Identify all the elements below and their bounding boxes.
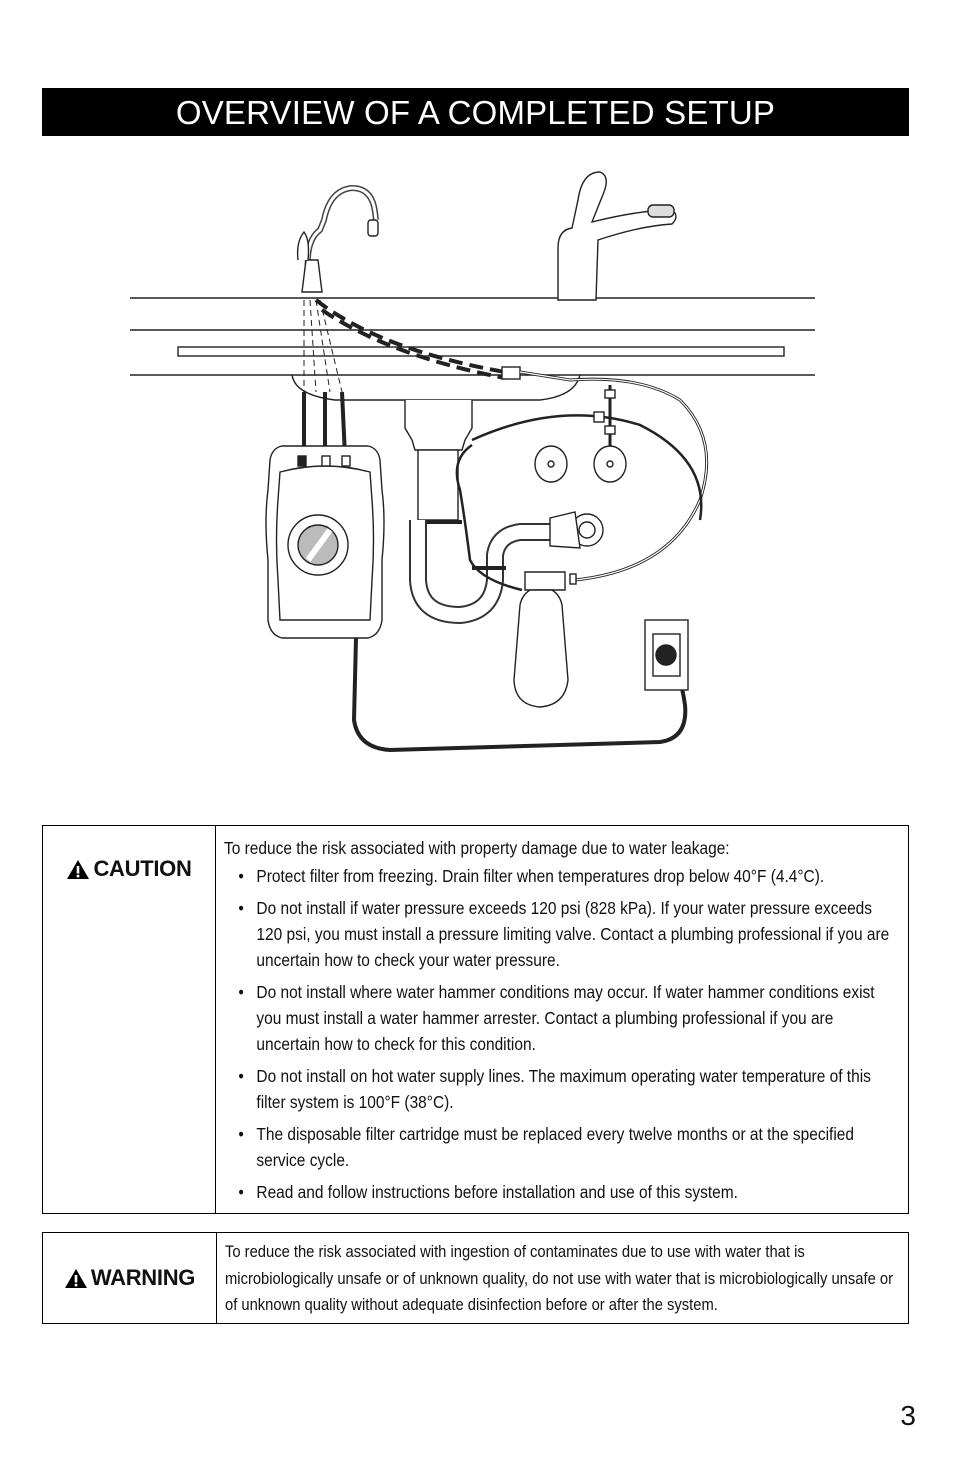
hot-water-tank-icon bbox=[265, 445, 385, 639]
setup-illustration bbox=[130, 171, 815, 753]
shutoff-valve-icon bbox=[534, 385, 627, 483]
warning-notice: WARNING To reduce the risk associated wi… bbox=[42, 1232, 909, 1324]
list-item: Read and follow instructions before inst… bbox=[237, 1179, 900, 1205]
list-item: Do not install if water pressure exceeds… bbox=[237, 895, 900, 973]
water-filter-icon bbox=[513, 571, 577, 708]
caution-intro: To reduce the risk associated with prope… bbox=[224, 838, 730, 858]
page-title: OVERVIEW OF A COMPLETED SETUP bbox=[175, 94, 776, 131]
countertop-icon bbox=[130, 297, 815, 376]
list-item: Do not install where water hammer condit… bbox=[237, 979, 900, 1057]
caution-notice: CAUTION To reduce the risk associated wi… bbox=[42, 825, 909, 1214]
warning-signal-word: WARNING bbox=[64, 1265, 195, 1291]
section-title-bar: OVERVIEW OF A COMPLETED SETUP bbox=[42, 88, 909, 136]
warning-label-cell: WARNING bbox=[43, 1233, 217, 1323]
warning-body: To reduce the risk associated with inges… bbox=[217, 1233, 908, 1323]
warning-text: To reduce the risk associated with inges… bbox=[225, 1243, 893, 1314]
p-trap-icon bbox=[409, 511, 604, 625]
caution-label-cell: CAUTION bbox=[43, 826, 216, 1213]
caution-signal-word: CAUTION bbox=[66, 856, 192, 882]
cold-water-faucet-icon bbox=[557, 171, 677, 301]
electrical-outlet-icon bbox=[644, 619, 689, 691]
list-item: Protect filter from freezing. Drain filt… bbox=[237, 863, 900, 889]
page-number: 3 bbox=[900, 1400, 916, 1431]
list-item: The disposable filter cartridge must be … bbox=[237, 1121, 900, 1173]
hot-water-faucet-icon bbox=[296, 184, 379, 293]
caution-body: To reduce the risk associated with prope… bbox=[216, 826, 908, 1213]
list-item: Do not install on hot water supply lines… bbox=[237, 1063, 900, 1115]
warning-triangle-icon bbox=[67, 859, 90, 879]
caution-list: Protect filter from freezing. Drain filt… bbox=[224, 863, 899, 1205]
warning-triangle-icon bbox=[64, 1268, 87, 1288]
